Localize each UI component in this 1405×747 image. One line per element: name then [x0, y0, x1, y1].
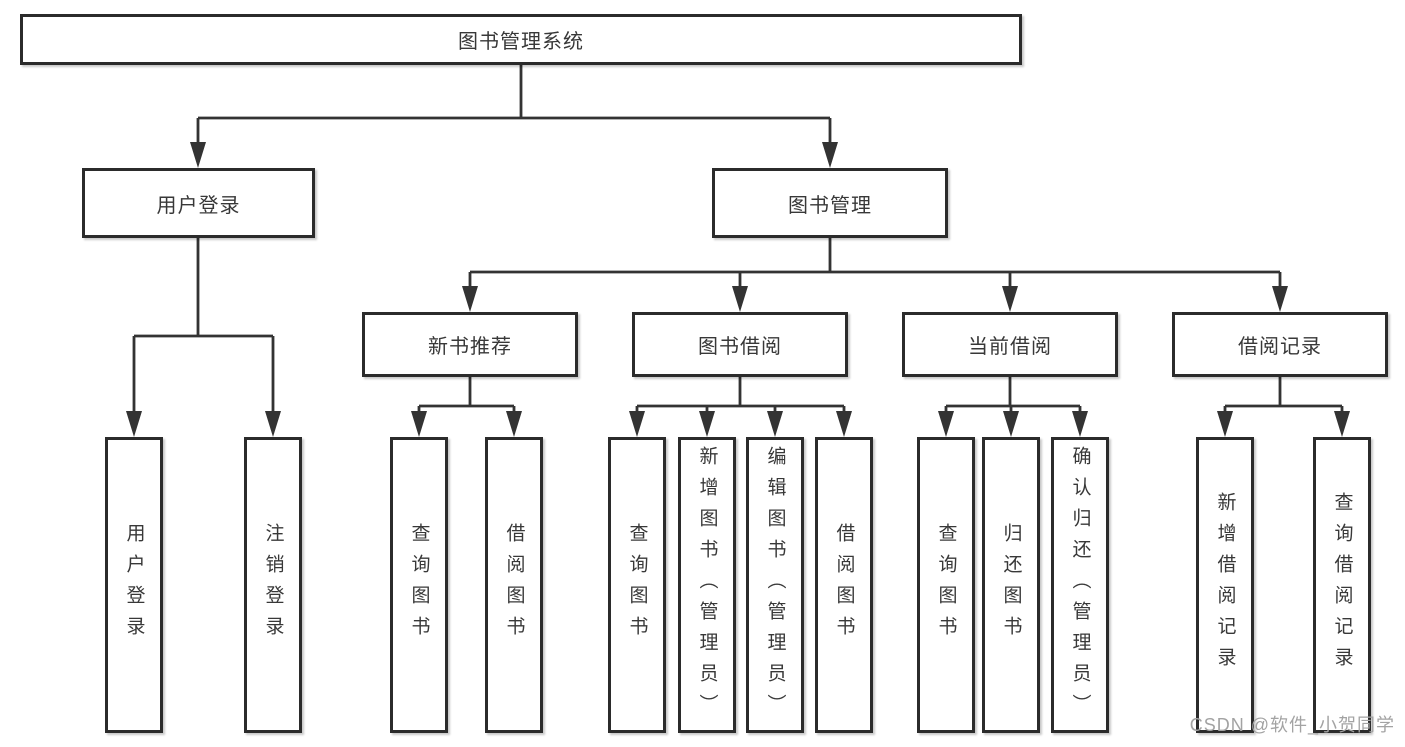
node-label: 新增借阅记录 — [1214, 492, 1236, 678]
node-label: 查询图书 — [935, 523, 957, 647]
leaf-query-borrow-record: 查询借阅记录 — [1313, 437, 1371, 733]
leaf-add-book-admin: 新增图书（管理员） — [678, 437, 736, 733]
node-label: 借阅图书 — [833, 523, 855, 647]
node-current-borrow: 当前借阅 — [902, 312, 1118, 377]
node-new-book-recommend: 新书推荐 — [362, 312, 578, 377]
edge-userlogin-to-leaves — [132, 238, 275, 414]
leaf-edit-book-admin: 编辑图书（管理员） — [746, 437, 804, 733]
leaf-add-borrow-record: 新增借阅记录 — [1196, 437, 1254, 733]
leaf-query-book-current: 查询图书 — [917, 437, 975, 733]
leaf-user-login: 用户登录 — [105, 437, 163, 733]
edge-borrow-to-leaves — [635, 377, 846, 414]
edge-current-to-leaves — [944, 377, 1082, 414]
node-borrow-records: 借阅记录 — [1172, 312, 1388, 377]
node-label: 图书管理 — [788, 194, 872, 217]
node-label: 借阅图书 — [503, 523, 525, 647]
leaf-return-book: 归还图书 — [982, 437, 1040, 733]
node-library-system-root: 图书管理系统 — [20, 14, 1022, 65]
node-label: 图书管理系统 — [458, 31, 584, 53]
node-label: 查询图书 — [408, 523, 430, 647]
edge-records-to-leaves — [1223, 377, 1344, 414]
leaf-confirm-return-admin: 确认归还（管理员） — [1051, 437, 1109, 733]
node-label: 当前借阅 — [968, 336, 1052, 358]
leaf-query-book-recommend: 查询图书 — [390, 437, 448, 733]
node-label: 确认归还（管理员） — [1069, 445, 1091, 725]
node-label: 查询图书 — [626, 523, 648, 647]
leaf-logout: 注销登录 — [244, 437, 302, 733]
node-book-borrow: 图书借阅 — [632, 312, 848, 377]
edge-root-to-level2 — [196, 65, 832, 144]
edge-newbook-to-leaves — [417, 377, 516, 414]
node-label: 用户登录 — [123, 523, 145, 647]
node-label: 查询借阅记录 — [1331, 492, 1353, 678]
arrowheads — [126, 142, 1350, 437]
leaf-borrow-book-recommend: 借阅图书 — [485, 437, 543, 733]
node-label: 新书推荐 — [428, 336, 512, 358]
leaf-query-book-borrow: 查询图书 — [608, 437, 666, 733]
node-label: 归还图书 — [1000, 523, 1022, 647]
node-label: 图书借阅 — [698, 336, 782, 358]
leaf-borrow-book: 借阅图书 — [815, 437, 873, 733]
node-label: 注销登录 — [262, 523, 284, 647]
edge-bookmgmt-to-level3 — [468, 238, 1282, 289]
node-label: 借阅记录 — [1238, 336, 1322, 358]
node-label: 用户登录 — [156, 194, 241, 217]
node-label: 新增图书（管理员） — [696, 445, 718, 725]
node-label: 编辑图书（管理员） — [764, 445, 786, 725]
node-book-management: 图书管理 — [712, 168, 948, 238]
node-user-login: 用户登录 — [82, 168, 315, 238]
